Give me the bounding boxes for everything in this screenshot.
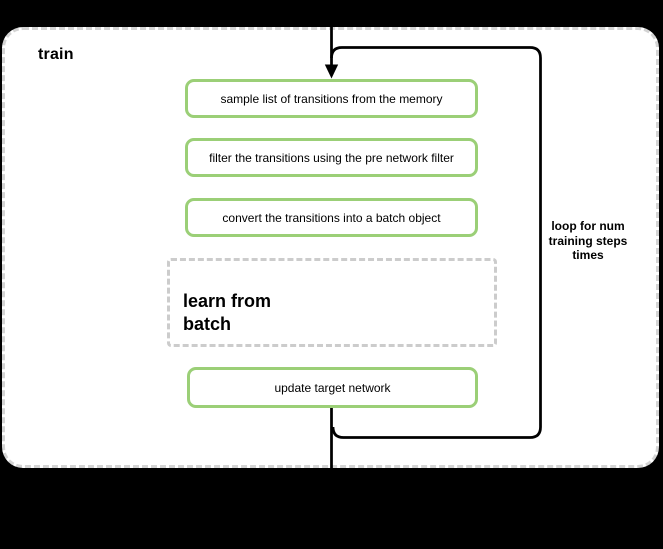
step-filter-transitions-label: filter the transitions using the pre net… — [209, 150, 454, 165]
subprocess-learn-from-batch-label: learn from batch — [183, 291, 272, 334]
train-container-title: train — [38, 46, 74, 63]
step-convert-to-batch-label: convert the transitions into a batch obj… — [222, 210, 441, 225]
loop-annotation: loop for num training steps times — [548, 219, 628, 262]
step-update-target-network-label: update target network — [274, 380, 391, 395]
step-update-target-network: update target network — [187, 367, 478, 408]
step-sample-transitions: sample list of transitions from the memo… — [185, 79, 478, 118]
step-sample-transitions-label: sample list of transitions from the memo… — [220, 91, 443, 106]
subprocess-learn-from-batch: learn from batch — [167, 258, 497, 347]
step-convert-to-batch: convert the transitions into a batch obj… — [185, 198, 478, 237]
step-filter-transitions: filter the transitions using the pre net… — [185, 138, 478, 177]
